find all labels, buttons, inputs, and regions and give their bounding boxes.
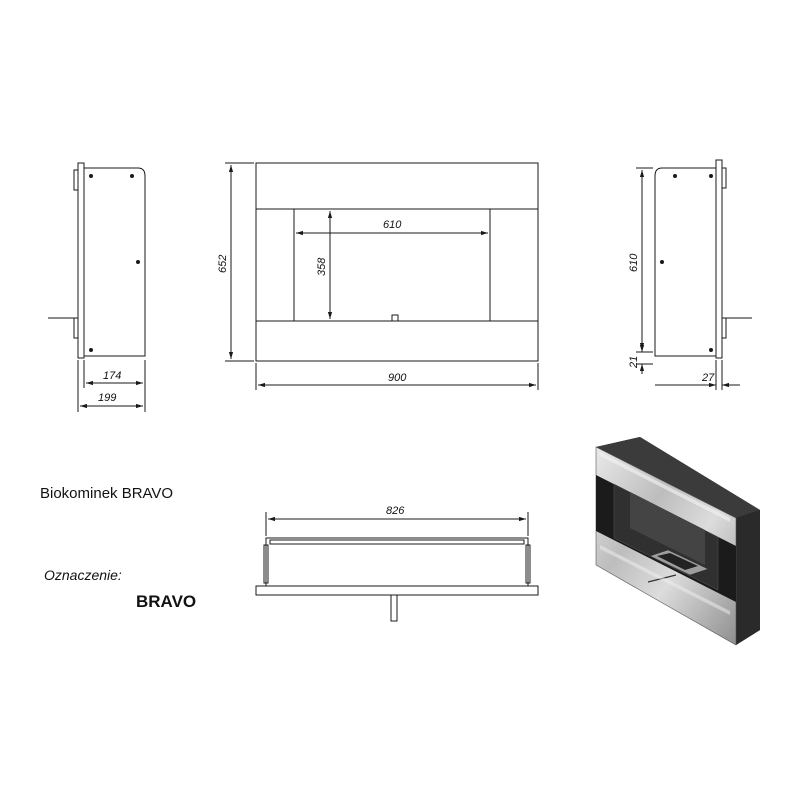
dim-label-21: 21	[628, 356, 640, 369]
screw-hole	[660, 260, 664, 264]
model-code: BRAVO	[136, 592, 197, 611]
front-frame	[255, 162, 539, 362]
dim-label-900: 900	[388, 372, 407, 384]
top-front-panel	[255, 585, 539, 596]
bracket-bottom	[73, 317, 79, 339]
dim-label-652: 652	[217, 255, 229, 273]
product-title: Biokominek BRAVO	[40, 485, 174, 502]
bracket-bottom	[721, 317, 727, 339]
screw-hole	[89, 174, 93, 178]
dim-label-826: 826	[386, 505, 405, 517]
designation-label: Oznaczenie:	[44, 567, 122, 583]
screw-hole	[136, 260, 140, 264]
dim-label-27: 27	[701, 372, 715, 384]
top-rod	[390, 594, 398, 622]
body-outline	[83, 167, 146, 357]
screw-hole	[130, 174, 134, 178]
screw-hole	[709, 348, 713, 352]
fireplace-3d-render	[595, 437, 760, 646]
dim-label-199: 199	[98, 392, 116, 404]
mounting-plate	[715, 159, 723, 359]
screw-hole	[89, 348, 93, 352]
side-view-right	[636, 159, 752, 390]
body-outline	[654, 167, 717, 357]
side-view-left	[48, 162, 146, 412]
dim-label-358: 358	[316, 257, 328, 276]
dim-label-610-front: 610	[383, 219, 402, 231]
mounting-plate	[77, 162, 85, 359]
dim-label-610-side: 610	[628, 253, 640, 272]
top-body	[265, 537, 529, 587]
bracket-top	[73, 169, 79, 191]
burner-tab	[391, 314, 399, 322]
top-view	[255, 512, 539, 622]
screw-hole	[709, 174, 713, 178]
screw-hole	[673, 174, 677, 178]
bracket-top	[721, 167, 727, 189]
front-view	[225, 162, 539, 390]
dim-label-174: 174	[103, 370, 121, 382]
